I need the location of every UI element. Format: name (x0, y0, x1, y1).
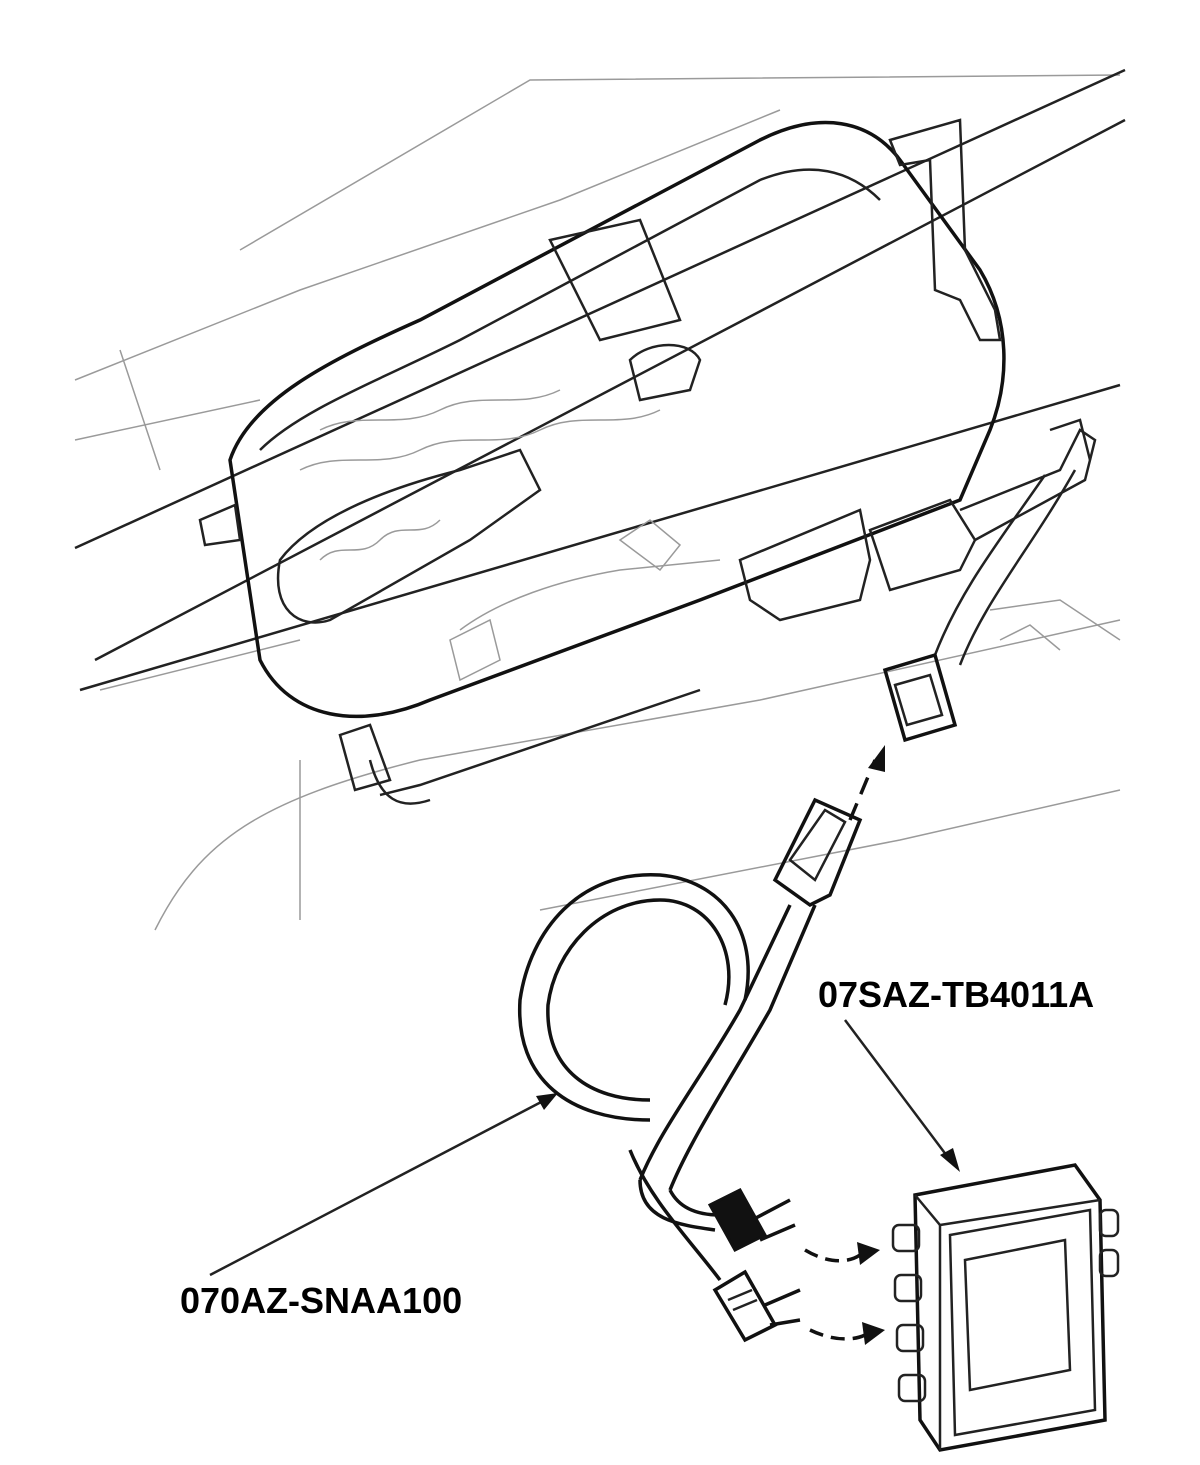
module-connector (738, 418, 1097, 622)
banana-plug-white (712, 1269, 801, 1343)
leader-harness (209, 1093, 558, 1277)
tool-harness-connector (772, 797, 863, 908)
plug-insert-arrows (804, 1242, 885, 1345)
banana-plug-black (707, 1188, 796, 1252)
harness-part-number-label: 070AZ-SNAA100 (180, 1280, 463, 1321)
module-harness-lead (933, 469, 1077, 666)
dashboard-outline (74, 74, 1121, 931)
dashboard-edge-lines (74, 68, 1126, 692)
connect-arrow (848, 745, 885, 821)
harness-cable (518, 873, 817, 1282)
module-side-connector (882, 652, 958, 743)
airbag-module (198, 118, 1006, 805)
leader-tool (844, 1019, 960, 1172)
dummy-inflator-box (891, 1163, 1120, 1452)
tool-part-number-label: 07SAZ-TB4011A (818, 974, 1095, 1015)
